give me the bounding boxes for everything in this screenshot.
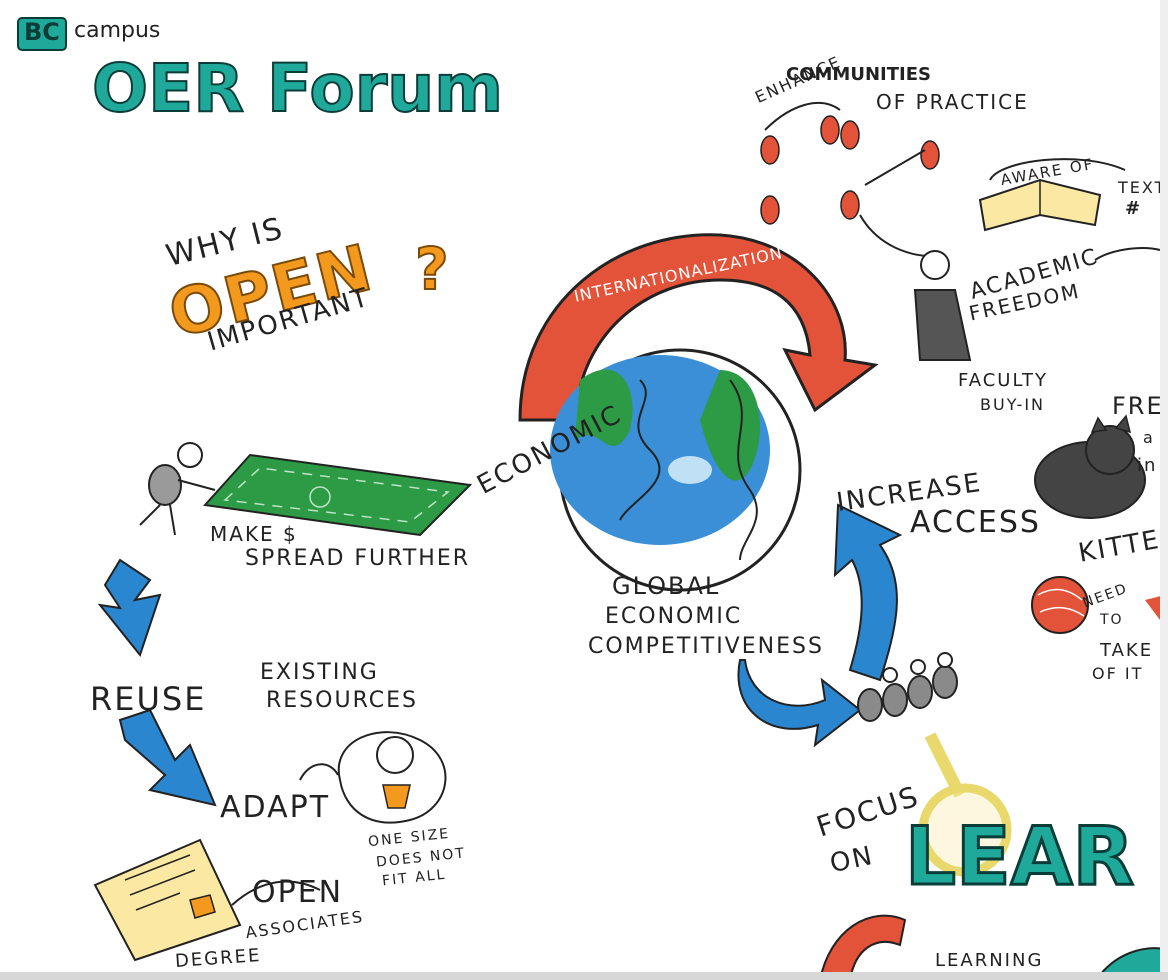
global-line-2: ECONOMIC	[605, 604, 743, 629]
page-title: OER Forum	[91, 49, 504, 128]
certificate-icon	[93, 838, 321, 962]
globe-icon	[550, 348, 802, 592]
money-line-2: SPREAD FURTHER	[245, 546, 471, 571]
reuse-label: REUSE	[90, 680, 207, 718]
kitten-a-label: a	[1143, 428, 1155, 447]
book-icon	[978, 158, 1126, 232]
faculty-line-1: FACULTY	[958, 370, 1048, 391]
kitten-in-label: in	[1137, 455, 1158, 476]
focus-big-word: LEAR	[903, 809, 1135, 905]
yarn-line-2: TO	[1100, 612, 1124, 628]
internationalization-arrow	[518, 233, 879, 422]
global-line-3: COMPETITIVENESS	[588, 634, 824, 659]
community-people-icon	[760, 101, 946, 258]
right-edge-strip	[1160, 0, 1168, 980]
yarn-line-4: OF IT	[1092, 664, 1144, 683]
existing-line-1: EXISTING	[260, 660, 379, 685]
adapt-arrow-icon	[118, 708, 217, 807]
book-side-label: TEXT	[1118, 178, 1167, 197]
communities-line-3: OF PRACTICE	[876, 90, 1029, 114]
bottom-arrow	[818, 914, 1168, 980]
logo-campus: campus	[74, 18, 161, 43]
adapt-label: ADAPT	[220, 790, 331, 825]
money-line-1: MAKE $	[210, 522, 298, 546]
communities-line-2: COMMUNITIES	[786, 64, 931, 85]
bccampus-logo	[17, 17, 67, 51]
logo-bc: BC	[24, 18, 60, 46]
bottom-partial-text: LEARNING	[935, 950, 1044, 971]
existing-line-2: RESOURCES	[266, 688, 418, 713]
money-bill-icon	[202, 453, 473, 537]
open-assoc-line-1: OPEN	[252, 875, 344, 910]
kitten-icon	[1034, 414, 1146, 519]
person-pushing-icon	[139, 442, 216, 536]
thinking-person-icon	[299, 731, 447, 824]
magnifying-glass-icon	[918, 732, 1012, 877]
competitiveness-arrow-icon	[737, 659, 862, 748]
faculty-line-2: BUY-IN	[980, 395, 1046, 414]
question-mark: ?	[414, 234, 451, 304]
bottom-edge-bar	[0, 972, 1168, 980]
book-side-symbol: #	[1125, 198, 1143, 219]
academic-figure-icon	[913, 247, 1161, 361]
people-group-icon	[857, 652, 958, 722]
yarn-line-3: TAKE	[1100, 640, 1154, 661]
kitten-fre-label: FRE	[1112, 392, 1164, 420]
reuse-arrow-icon	[97, 558, 162, 658]
increase-access-line-2: ACCESS	[910, 505, 1041, 540]
access-arrow-icon	[833, 503, 903, 682]
global-line-1: GLOBAL	[612, 572, 721, 600]
